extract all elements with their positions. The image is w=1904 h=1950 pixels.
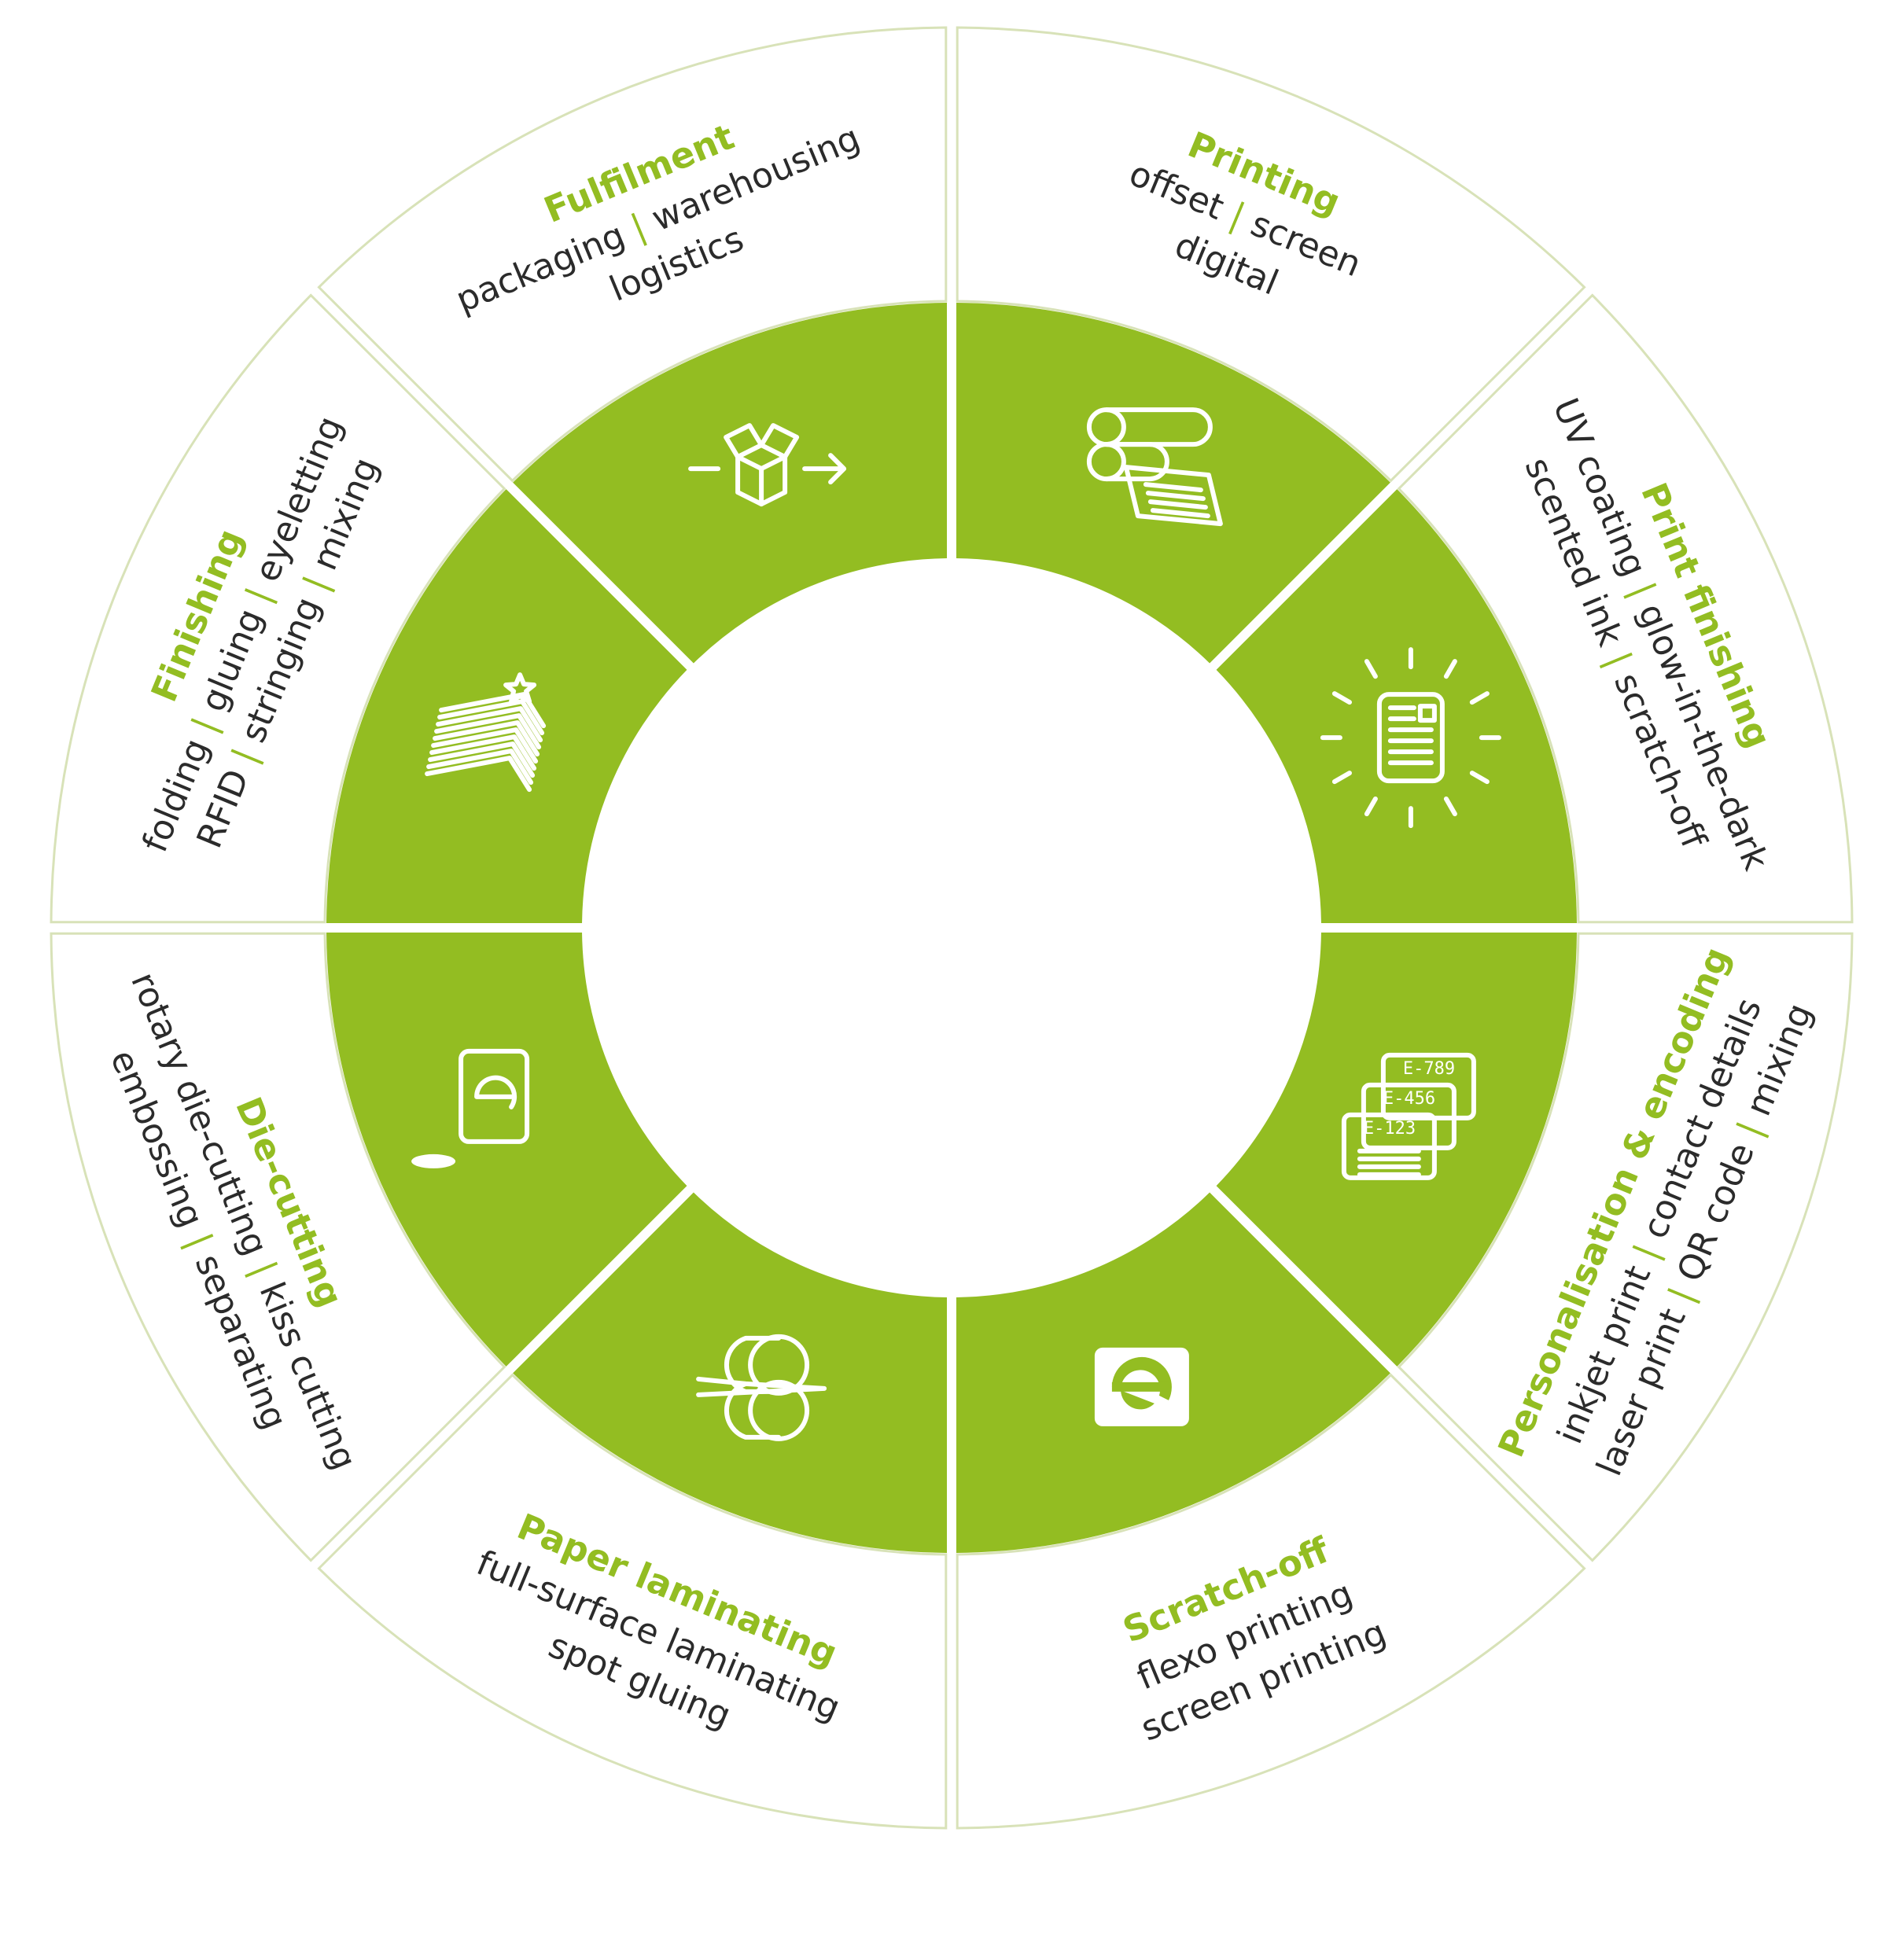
band-segment-fulfilment xyxy=(513,303,948,664)
outer-segment-die-cutting xyxy=(50,932,506,1562)
card-code: E-123 xyxy=(1364,1119,1416,1139)
card-code: E-456 xyxy=(1383,1089,1435,1109)
outer-segment-fulfilment xyxy=(317,26,948,483)
outer-ring xyxy=(50,26,1854,1830)
band-segment-printing xyxy=(956,303,1390,664)
band-segment-die-cutting xyxy=(326,932,687,1367)
shipping-box-icon xyxy=(688,423,847,507)
outer-segment-print-finishing xyxy=(1397,293,1854,924)
outer-segment-personalisation xyxy=(1397,932,1854,1562)
glowing-document-icon xyxy=(1320,647,1501,829)
printing-press-icon xyxy=(1086,407,1223,527)
outer-segment-paper-laminating xyxy=(317,1373,948,1830)
die-cut-card-icon xyxy=(411,1048,530,1168)
icon-ring xyxy=(326,303,1577,1553)
laminating-rollers-icon xyxy=(696,1334,827,1441)
outer-segment-finishing xyxy=(50,293,506,924)
outer-segment-scratch-off xyxy=(956,1373,1586,1830)
paper-stack-icon xyxy=(425,672,547,793)
scratch-logo-icon xyxy=(1094,1347,1189,1426)
outer-segment-printing xyxy=(956,26,1586,483)
center-hole xyxy=(584,560,1320,1296)
card-code: E-789 xyxy=(1403,1059,1455,1079)
